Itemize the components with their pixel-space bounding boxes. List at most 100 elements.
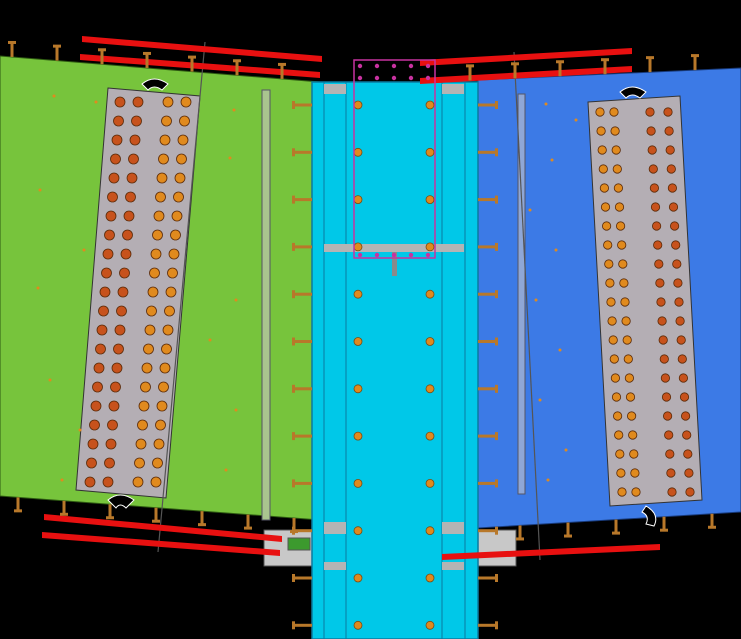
left-splice-bolt [119, 267, 130, 279]
column-stud [292, 340, 312, 343]
right-splice-bolt [617, 240, 627, 250]
girder-stud [235, 61, 239, 76]
right-splice-bolt [609, 107, 619, 117]
column-stiffener-low-left[interactable] [324, 562, 346, 570]
web-marker [554, 248, 558, 252]
left-girder-stiffener[interactable] [261, 89, 271, 521]
right-splice-plate[interactable] [587, 95, 703, 507]
left-splice-bolt [165, 286, 177, 298]
left-girder-workline [157, 41, 206, 553]
right-splice-bolt [616, 468, 626, 478]
column-stud [478, 245, 498, 249]
column-stud [292, 576, 312, 580]
left-splice-bolt [129, 134, 141, 146]
right-splice-bolt [684, 468, 694, 478]
right-splice-bolt [601, 221, 612, 231]
selection-handle [374, 63, 380, 69]
girder-stud-head [691, 54, 699, 58]
right-splice-bolt [624, 373, 635, 383]
left-top-flange-bar[interactable] [82, 36, 322, 62]
left-splice-bolt [107, 191, 118, 203]
web-marker [38, 188, 42, 192]
column-bolt [353, 337, 363, 346]
right-splice-bolt [659, 354, 669, 364]
right-top-flange-bar[interactable] [420, 48, 632, 66]
column-stud [292, 103, 312, 107]
right-splice-bolt [630, 468, 640, 478]
left-bottom-flange-bar-2[interactable] [42, 532, 280, 556]
girder-stud-head [708, 525, 716, 529]
selection-handle [357, 75, 363, 81]
girder-stud-head [53, 44, 61, 48]
left-splice-bolt [158, 153, 169, 165]
right-splice-bolt [617, 487, 627, 497]
column-stiffener-mid[interactable] [324, 244, 464, 252]
column-bolt [353, 289, 363, 299]
left-splice-bolt [180, 96, 192, 108]
girder-stud-head [278, 62, 286, 66]
right-girder-stiffener[interactable] [517, 93, 526, 495]
girder-stud-head [601, 58, 609, 62]
column-stud-head [495, 574, 498, 582]
right-splice-bolt [615, 221, 626, 231]
lifting-hook-icon[interactable] [619, 86, 647, 99]
column-stud [292, 292, 312, 296]
left-splice-bolt [162, 324, 174, 336]
column-stud [478, 481, 498, 485]
girder-stud [100, 50, 104, 65]
bottom-seat-plate-right[interactable] [473, 529, 517, 567]
girder-stud-head [511, 62, 519, 66]
web-marker [234, 298, 238, 302]
left-splice-bolt [144, 324, 156, 336]
left-splice-plate[interactable] [75, 87, 201, 499]
column-stiffener-low-right[interactable] [442, 562, 464, 570]
girder-stud-head [143, 51, 151, 55]
left-splice-bolt [114, 96, 126, 108]
column-bolt [353, 573, 363, 583]
left-splice-bolt [87, 438, 99, 450]
left-splice-bolt [156, 172, 168, 184]
left-bottom-flange-bar[interactable] [44, 514, 282, 542]
column-stiffener-top-left[interactable] [324, 84, 346, 94]
right-top-flange-bar-2[interactable] [420, 66, 632, 84]
girder-stud [292, 518, 296, 533]
right-bottom-flange-bar[interactable] [442, 544, 660, 560]
lifting-hook-icon[interactable] [107, 494, 135, 509]
web-marker-group [36, 94, 578, 482]
girder-stud [693, 56, 697, 71]
web-marker [208, 338, 212, 342]
column-body[interactable] [311, 81, 479, 639]
column-stiffener-bottom-left[interactable] [324, 522, 346, 534]
right-splice-bolt [668, 202, 679, 212]
column-bolt-group [353, 100, 435, 630]
left-splice-bolt [96, 324, 108, 336]
right-splice-bolt [622, 335, 632, 345]
column-stiffener-bottom-right[interactable] [442, 522, 464, 534]
column-bolt [353, 526, 363, 536]
selection-handle [425, 252, 431, 258]
column-stiffener-top-right[interactable] [442, 84, 464, 94]
right-splice-bolt [678, 373, 689, 383]
web-marker [36, 286, 40, 290]
web-marker [558, 348, 562, 352]
selection-rectangle-icon[interactable] [353, 59, 436, 259]
right-splice-bolt [656, 297, 666, 307]
right-splice-bolt [683, 449, 693, 459]
left-top-flange-bar-2[interactable] [80, 54, 320, 78]
left-splice-bolt [143, 343, 154, 355]
left-splice-bolt [107, 419, 118, 431]
selection-handle [425, 63, 431, 69]
selection-handle [391, 63, 397, 69]
right-splice-bolt [661, 392, 672, 402]
column-bolt [425, 337, 435, 346]
lifting-hook-icon[interactable] [141, 78, 169, 91]
web-marker [564, 448, 568, 452]
right-splice-bolt [674, 297, 684, 307]
right-splice-bolt [665, 145, 675, 155]
left-splice-bolt [84, 476, 96, 488]
left-splice-bolt [105, 438, 117, 450]
lifting-hook-icon[interactable] [641, 505, 657, 527]
girder-stud [648, 58, 652, 73]
girder-stud-head [198, 523, 206, 527]
